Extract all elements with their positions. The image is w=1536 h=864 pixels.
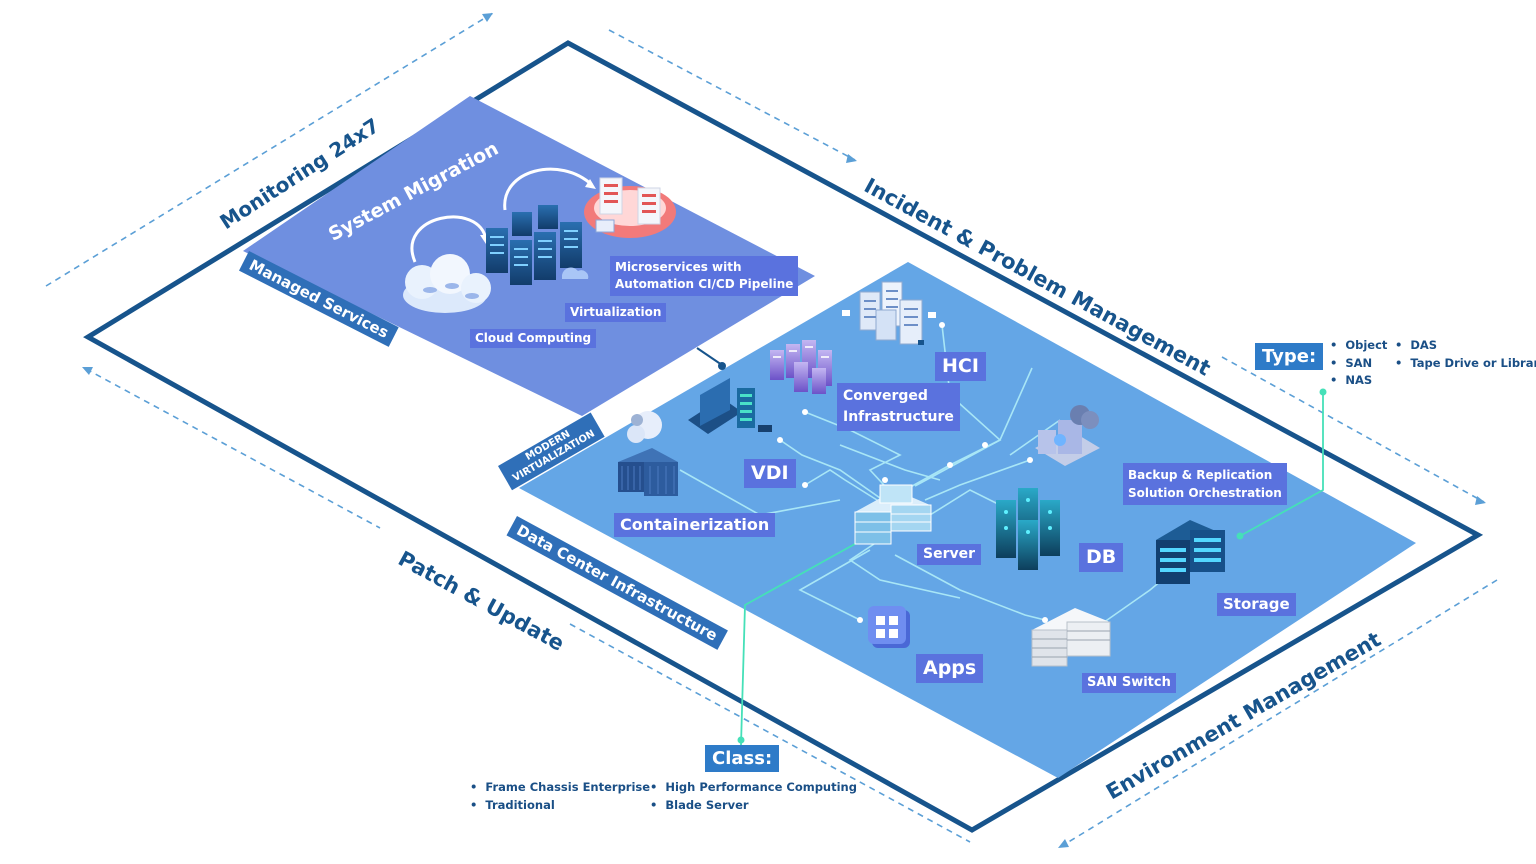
type-item: NAS (1330, 372, 1387, 390)
node-dot (947, 462, 953, 468)
apps-label: Apps (916, 654, 984, 683)
san-switch-label: SAN Switch (1082, 673, 1176, 694)
node-dot (882, 477, 888, 483)
link-backup-mesh (1009, 419, 1061, 456)
san-switch-icon (1031, 608, 1111, 667)
container-icon (618, 411, 678, 496)
backup-replication-label: Backup & Replication Solution Orchestrat… (1123, 463, 1287, 505)
panel-connector-dot (718, 362, 726, 370)
class-list-col2: High Performance Computing Blade Server (650, 779, 857, 814)
dashed-arrow-incident-b (1221, 356, 1485, 503)
type-item: Object (1330, 337, 1387, 355)
type-key-dot (1319, 388, 1327, 396)
node-dot (1027, 457, 1033, 463)
server-icon (854, 484, 932, 545)
type-list-col1: Object SAN NAS (1330, 337, 1387, 390)
hci-label: HCI (935, 352, 986, 381)
type-key-line (1239, 392, 1324, 537)
backup-icon (1035, 405, 1100, 466)
class-key-line (740, 539, 863, 746)
migration-arrowhead-2 (585, 179, 596, 189)
link-server-containers (804, 469, 886, 506)
migration-arrow-2 (503, 167, 594, 211)
link-mesh-a (839, 444, 941, 481)
link-server-converged (804, 411, 902, 498)
cloud-icon (403, 254, 491, 313)
class-key-dot (737, 736, 745, 744)
migration-arrow-1 (410, 215, 488, 263)
dashed-arrow-patch-b (569, 623, 971, 843)
type-list-col2: DAS Tape Drive or Library (1395, 337, 1536, 372)
arrowhead-monitoring (482, 13, 493, 22)
dashed-arrow-lines (45, 12, 1498, 847)
node-dot (777, 437, 783, 443)
dashed-arrow-patch-a (85, 368, 381, 529)
link-server-apps-a (848, 539, 961, 599)
class-item: Traditional (470, 797, 650, 815)
server-label: Server (917, 544, 982, 566)
storage-icon (1156, 520, 1225, 584)
migration-arrows (410, 167, 594, 263)
arrowhead-environment (1058, 839, 1069, 848)
type-item: Tape Drive or Library (1395, 355, 1536, 373)
node-dot (857, 617, 863, 623)
hci-icon (842, 281, 936, 345)
class-key-label: Class: (705, 745, 780, 772)
node-dot (982, 442, 988, 448)
link-server-backup (924, 459, 1031, 501)
virtualization-label: Virtualization (565, 303, 667, 323)
dashed-arrow-incident-a (608, 29, 856, 161)
link-server-vdi (779, 439, 891, 506)
converged-infrastructure-label: Converged Infrastructure (837, 383, 960, 431)
dashed-arrow-environment (1061, 579, 1498, 847)
node-dot (802, 482, 808, 488)
type-key-dot-bottom (1236, 532, 1244, 540)
arrowhead-incident-a (846, 154, 857, 163)
key-lines (740, 392, 1324, 746)
class-item: High Performance Computing (650, 779, 857, 797)
microservices-icon (584, 177, 676, 238)
class-list-col1: Frame Chassis Enterprise Traditional (470, 779, 650, 814)
microservices-label: Microservices with Automation CI/CD Pipe… (610, 256, 799, 296)
panel-connector (696, 347, 723, 366)
node-dot (802, 409, 808, 415)
class-item: Blade Server (650, 797, 857, 815)
converged-rack-icon (770, 340, 832, 394)
cloud-computing-label: Cloud Computing (470, 329, 597, 349)
node-dot (939, 322, 945, 328)
link-server-apps-b (798, 549, 871, 621)
vdi-label: VDI (744, 459, 796, 488)
type-item: DAS (1395, 337, 1536, 355)
db-label: DB (1079, 543, 1124, 572)
network-connectors (679, 324, 1181, 626)
server-rack-icon (486, 205, 589, 285)
type-key-label: Type: (1255, 343, 1324, 370)
database-icon (996, 488, 1060, 570)
class-item: Frame Chassis Enterprise (470, 779, 650, 797)
link-server-san (894, 554, 1046, 621)
vdi-icon (688, 378, 772, 434)
link-server-db (929, 489, 1001, 516)
type-item: SAN (1330, 355, 1387, 373)
arrowhead-incident-b (1475, 496, 1486, 505)
storage-label: Storage (1217, 593, 1296, 616)
containerization-label: Containerization (614, 513, 776, 537)
arrowhead-patch (82, 367, 93, 375)
apps-icon (868, 606, 910, 648)
arrow-heads (82, 13, 1486, 848)
link-hci-mesh (914, 367, 1033, 487)
node-dot (1042, 617, 1048, 623)
